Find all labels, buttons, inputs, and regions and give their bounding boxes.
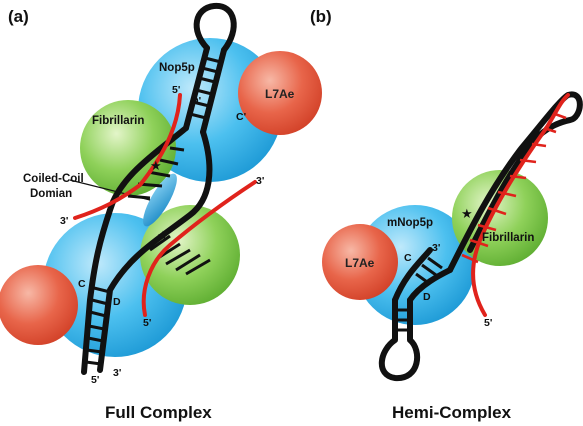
rna-b-strand-upper <box>392 247 433 303</box>
guide-rna-lower <box>141 180 257 317</box>
fibrillarin-b-label: Fibrillarin <box>482 232 534 244</box>
guide-3-right-label: 3' <box>256 175 264 187</box>
l7ae-b-blob <box>322 224 398 300</box>
rna-3-end-label: 3' <box>113 367 121 379</box>
l7ae-upper-blob <box>238 51 322 135</box>
upper-star: ★ <box>150 158 162 173</box>
d-label: D <box>113 296 121 308</box>
mnop5p-label: mNop5p <box>387 217 433 229</box>
rna-5-end-label: 5' <box>91 374 99 386</box>
rna-strand-right <box>97 129 213 373</box>
coiled-coil-domain <box>143 173 177 227</box>
guide-3-left-label: 3' <box>60 215 68 227</box>
coiled-coil-label-line1: Coiled-Coil <box>23 173 84 185</box>
cd-rungs <box>415 256 443 286</box>
guide-5-top-label: 5' <box>172 84 180 96</box>
guide-5-bottom-label: 5' <box>143 317 151 329</box>
panel-b: (b) <box>310 7 583 422</box>
coiled-coil-label-line2: Domian <box>30 188 72 200</box>
fibrillarin-label: Fibrillarin <box>92 115 144 127</box>
panel-a: (a) <box>0 2 322 422</box>
c-prime-label: C' <box>236 111 246 123</box>
nop5p-label: Nop5p <box>159 62 195 74</box>
bottom-stem-loop <box>378 297 420 382</box>
rna-strand-left <box>81 125 189 375</box>
d-b-label: D <box>423 291 431 303</box>
guide-rna-upper <box>73 93 182 220</box>
panel-b-caption: Hemi-Complex <box>392 403 512 422</box>
panel-a-caption: Full Complex <box>105 403 212 422</box>
guide-5-end-b-label: 5' <box>484 317 492 329</box>
top-stem-loop <box>183 2 237 135</box>
d-prime-label: D' <box>191 95 201 107</box>
c-label: C <box>78 278 86 290</box>
c-b-label: C <box>404 252 412 264</box>
star-b: ★ <box>461 206 473 221</box>
rna-b-strand-lower <box>407 267 453 303</box>
l7ae-upper-label: L7Ae <box>265 87 295 101</box>
l7ae-b-label: L7Ae <box>345 256 375 270</box>
panel-b-letter: (b) <box>310 7 332 26</box>
guide-rna-b <box>471 93 570 317</box>
rna-b-strand-long <box>447 91 583 273</box>
lower-stem-rungs <box>85 286 111 366</box>
panel-a-letter: (a) <box>8 7 29 26</box>
l7ae-lower-blob <box>0 265 78 345</box>
lower-star: ★ <box>157 228 169 243</box>
rna-3-end-b-label: 3' <box>432 242 440 254</box>
